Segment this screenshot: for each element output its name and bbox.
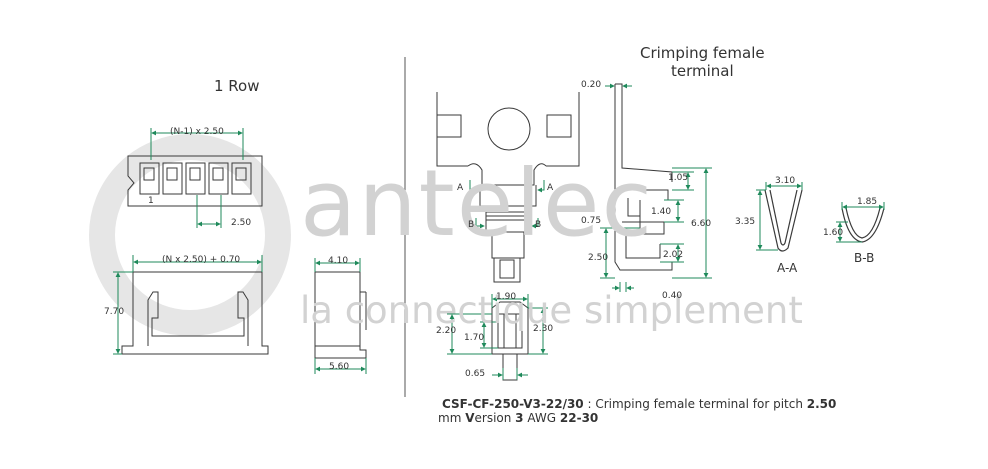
- watermark-brand: antelec: [300, 150, 655, 257]
- section-cut-marks: [469, 180, 545, 229]
- dim-2-50: 2.50: [588, 253, 609, 263]
- front-view-dimensions: [113, 255, 263, 355]
- watermark-tagline: la connectique simplement: [300, 289, 803, 332]
- pin-one-label: 1: [148, 196, 154, 206]
- dim-pitch-formula: (N-1) x 2.50: [170, 127, 224, 137]
- terminal-side-profile: [614, 83, 673, 271]
- side-profile-dimensions: [600, 83, 712, 292]
- left-panel-title: 1 Row: [214, 77, 260, 95]
- dim-1-60: 1.60: [823, 228, 844, 238]
- terminal-caption: CSF-CF-250-V3-22/30 : Crimping female te…: [438, 397, 882, 426]
- caption-part-number: CSF-CF-250-V3-22/30: [442, 397, 584, 411]
- section-b-b-dimensions: [836, 202, 885, 243]
- terminal-top-view: [436, 92, 580, 283]
- side-view-dimensions: [314, 258, 367, 374]
- watermark-logo-icon: [89, 134, 291, 336]
- caption-version-letter: V: [465, 411, 475, 426]
- section-mark-a-right: A: [547, 183, 554, 193]
- dim-side-top: 4.10: [328, 256, 349, 266]
- bottom-view-dimensions: [447, 294, 548, 380]
- dim-1-90: 1.90: [496, 292, 517, 302]
- caption-pitch: 2.50: [806, 397, 837, 411]
- section-label-a-a: A-A: [777, 261, 798, 275]
- dim-2-02: 2.02: [663, 250, 684, 260]
- caption-text-3: ersion: [474, 411, 516, 426]
- dim-2-30: 2.30: [533, 324, 554, 334]
- section-label-b-b: B-B: [854, 251, 875, 265]
- section-mark-a-left: A: [457, 183, 464, 193]
- dim-2-20: 2.20: [436, 326, 457, 336]
- right-panel-title-line1: Crimping female: [640, 44, 765, 62]
- section-a-a: [764, 189, 803, 252]
- top-view-dimensions: [150, 128, 244, 228]
- dim-width-formula: (N x 2.50) + 0.70: [162, 255, 241, 265]
- dim-height: 7.70: [104, 307, 125, 317]
- dim-pitch: 2.50: [231, 218, 252, 228]
- dim-1-40: 1.40: [651, 207, 672, 217]
- dim-1-05: 1.05: [668, 173, 689, 183]
- section-mark-b-right: B: [535, 220, 542, 230]
- caption-version-number: 3: [515, 411, 524, 426]
- caption-text-4: AWG: [523, 411, 560, 426]
- dim-0-40: 0.40: [662, 291, 683, 301]
- section-b-b: [841, 207, 885, 243]
- dim-3-10: 3.10: [775, 176, 796, 186]
- section-a-a-dimensions: [756, 182, 803, 251]
- dim-0-75: 0.75: [581, 216, 602, 226]
- caption-awg: 22-30: [559, 411, 599, 426]
- dim-side-bottom: 5.60: [329, 362, 350, 372]
- caption-text-2: mm: [438, 411, 466, 426]
- connector-front-view: [121, 271, 269, 355]
- dim-3-35: 3.35: [735, 217, 756, 227]
- dim-0-65: 0.65: [465, 369, 486, 379]
- caption-text-1: : Crimping female terminal for pitch: [583, 397, 807, 411]
- dim-thickness: 0.20: [581, 80, 602, 90]
- dim-1-70: 1.70: [464, 333, 485, 343]
- dim-6-60: 6.60: [691, 219, 712, 229]
- connector-top-view: [127, 155, 263, 207]
- dim-1-85: 1.85: [857, 197, 878, 207]
- section-mark-b-left: B: [468, 220, 475, 230]
- right-panel-title-line2: terminal: [671, 62, 734, 80]
